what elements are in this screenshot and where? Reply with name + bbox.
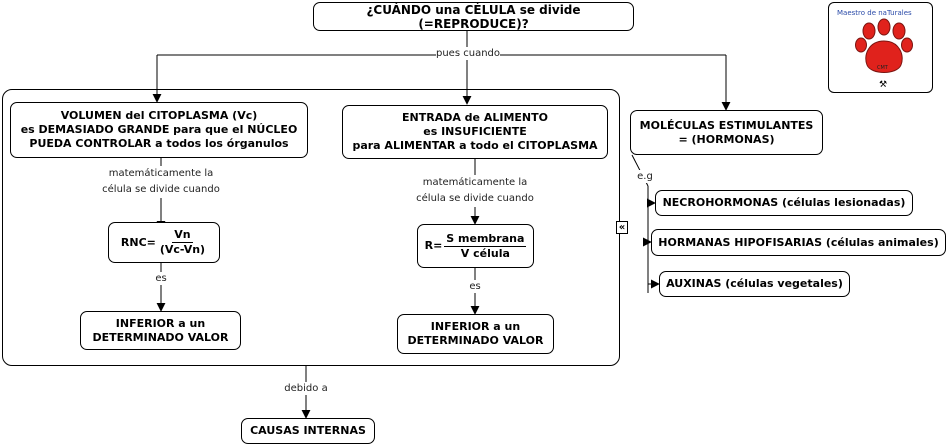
collapse-icon[interactable]: « <box>616 221 628 234</box>
volume-result-line-2: DETERMINADO VALOR <box>92 330 229 344</box>
food-link-math-2: célula se divide cuando <box>416 193 534 204</box>
r-formula: R= S membrana V célula <box>425 232 527 261</box>
r-fraction: S membrana V célula <box>444 231 527 261</box>
logo-paw-text: CMT <box>877 65 889 71</box>
molecules-node[interactable]: MOLÉCULAS ESTIMULANTES = (HORMONAS) <box>630 110 823 155</box>
food-link-math-1: matemáticamente la <box>422 177 528 188</box>
logo-caption: Maestro de naTurales <box>837 9 912 17</box>
volume-node[interactable]: VOLUMEN del CITOPLASMA (Vc) es DEMASIADO… <box>10 102 308 158</box>
molecules-line-1: MOLÉCULAS ESTIMULANTES <box>639 118 814 132</box>
food-link-math: matemáticamente la célula se divide cuan… <box>410 175 540 207</box>
root-question-text: ¿CUÁNDO una CÉLULA se divide (=REPRODUCE… <box>366 2 581 31</box>
rnc-numerator: Vn <box>172 228 193 243</box>
example-hipofisarias-text: HORMANAS HIPOFISARIAS (células animales) <box>658 235 939 249</box>
volume-result-line-1: INFERIOR a un <box>115 316 206 330</box>
rnc-formula: RNC= Vn (Vc-Vn) <box>121 228 207 257</box>
food-result-line-2: DETERMINADO VALOR <box>407 334 544 347</box>
volume-result-node[interactable]: INFERIOR a un DETERMINADO VALOR <box>80 311 241 350</box>
rnc-fraction: Vn (Vc-Vn) <box>158 228 207 257</box>
r-formula-node[interactable]: R= S membrana V célula <box>417 224 534 268</box>
paw-logo-icon: CMT ⚒ Maestro de naTurales <box>837 9 913 90</box>
food-node[interactable]: ENTRADA de ALIMENTO es INSUFICIENTE para… <box>342 105 608 159</box>
root-question[interactable]: ¿CUÁNDO una CÉLULA se divide (=REPRODUCE… <box>313 2 634 31</box>
food-line-3: para ALIMENTAR a todo el CITOPLASMA <box>352 139 598 152</box>
link-label-pues-cuando: pues cuando <box>436 47 500 60</box>
volume-line-1: VOLUMEN del CITOPLASMA (Vc) <box>60 109 258 122</box>
example-necrohormonas-text: NECROHORMONAS (células lesionadas) <box>662 196 906 209</box>
r-denominator: V célula <box>460 246 510 260</box>
r-numerator: S membrana <box>444 231 527 247</box>
volume-line-3: PUEDA CONTROLAR a todos los órganulos <box>29 137 289 150</box>
food-line-2: es INSUFICIENTE <box>423 125 527 138</box>
rnc-formula-node[interactable]: RNC= Vn (Vc-Vn) <box>108 222 220 263</box>
link-label-debido-a: debido a <box>280 382 332 395</box>
link-label-eg: e.g <box>634 170 656 183</box>
r-prefix: R= <box>424 239 443 252</box>
food-result-node[interactable]: INFERIOR a un DETERMINADO VALOR <box>397 314 554 354</box>
internal-causes-text: CAUSAS INTERNAS <box>250 424 366 437</box>
example-auxinas-text: AUXINAS (células vegetales) <box>666 277 843 290</box>
rnc-denominator: (Vc-Vn) <box>159 243 206 256</box>
volume-link-es: es <box>152 272 170 285</box>
example-hipofisarias[interactable]: HORMANAS HIPOFISARIAS (células animales) <box>651 229 946 256</box>
volume-link-math-1: matemáticamente la <box>108 168 214 179</box>
food-link-es: es <box>466 280 484 293</box>
internal-causes-node[interactable]: CAUSAS INTERNAS <box>241 418 375 444</box>
molecules-line-2: = (HORMONAS) <box>678 132 775 146</box>
volume-link-math-2: célula se divide cuando <box>102 184 220 195</box>
maestro-naturales-logo: CMT ⚒ Maestro de naTurales <box>828 2 933 93</box>
volume-line-2: es DEMASIADO GRANDE para que el NÚCLEO <box>20 123 298 136</box>
rnc-prefix: RNC= <box>120 235 156 249</box>
example-necrohormonas[interactable]: NECROHORMONAS (células lesionadas) <box>655 190 913 216</box>
svg-text:⚒: ⚒ <box>879 80 887 90</box>
food-line-1: ENTRADA de ALIMENTO <box>402 111 548 124</box>
volume-link-math: matemáticamente la célula se divide cuan… <box>96 166 226 198</box>
food-result-line-1: INFERIOR a un <box>430 320 521 333</box>
example-auxinas[interactable]: AUXINAS (células vegetales) <box>659 271 850 297</box>
